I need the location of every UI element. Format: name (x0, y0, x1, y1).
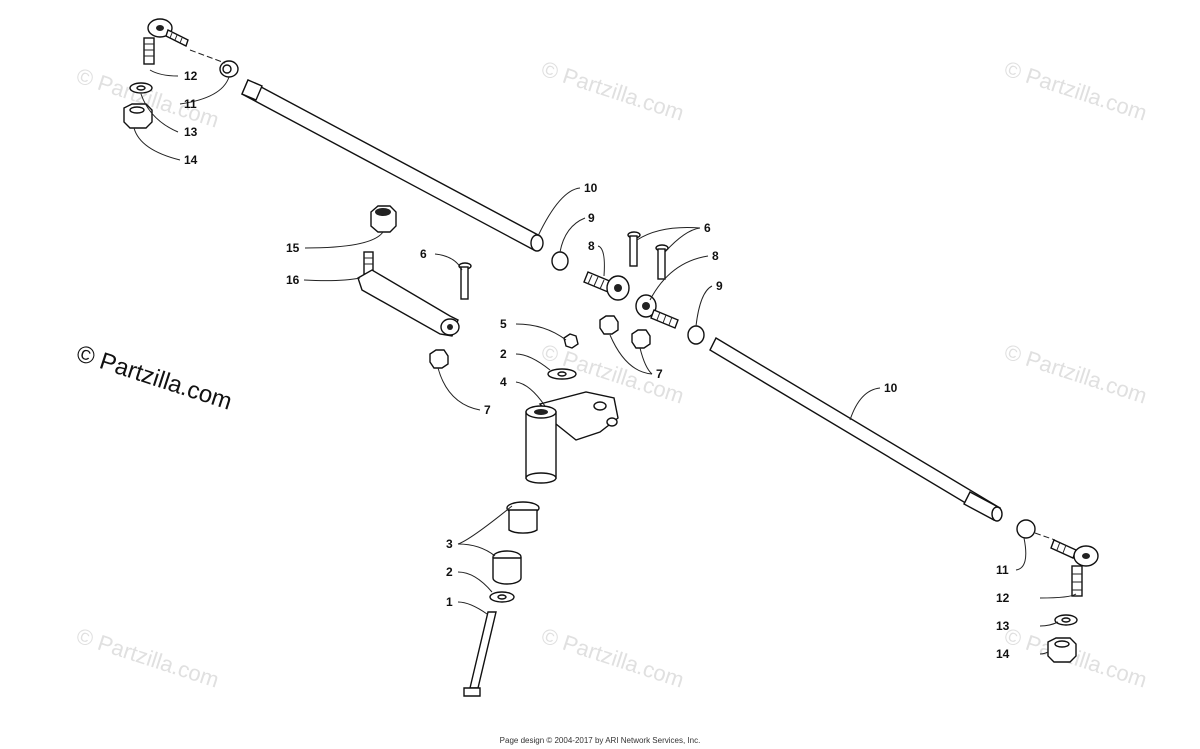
tie-rod-end-center-left (583, 271, 630, 301)
nut-14-right (1047, 637, 1077, 663)
callout-13: 13 (184, 125, 198, 139)
callouts: 12 11 13 14 10 9 8 6 8 9 7 10 15 6 16 7 … (184, 69, 1010, 661)
nut-7-left (429, 349, 449, 369)
callout-15: 15 (286, 241, 300, 255)
tie-rod-end-right (1050, 539, 1099, 597)
callout-2: 2 (446, 565, 453, 579)
bolt-6-center-right (655, 244, 669, 280)
nut-15 (370, 205, 397, 233)
callout-10: 10 (884, 381, 898, 395)
bolt-6-left (458, 262, 472, 300)
washer-2-upper (547, 368, 577, 380)
callout-1: 1 (446, 595, 453, 609)
callout-12: 12 (996, 591, 1010, 605)
watermarks: © Partzilla.com © Partzilla.com © Partzi… (73, 56, 1150, 693)
leader-lines (133, 69, 1077, 655)
callout-12: 12 (184, 69, 198, 83)
tie-rod-end-center-right (635, 294, 679, 329)
callout-7: 7 (656, 367, 663, 381)
callout-2: 2 (500, 347, 507, 361)
callout-6: 6 (420, 247, 427, 261)
callout-8: 8 (712, 249, 719, 263)
watermark: © Partzilla.com (1001, 56, 1150, 126)
callout-16: 16 (286, 273, 300, 287)
washer-13-left (129, 82, 153, 94)
bolt-1 (463, 611, 497, 697)
link-arm-16 (357, 251, 460, 337)
tie-rod-upper (241, 79, 544, 252)
callout-8: 8 (588, 239, 595, 253)
nut-14-left (123, 103, 153, 129)
watermark: © Partzilla.com (538, 56, 687, 126)
callout-11: 11 (996, 563, 1009, 577)
callout-4: 4 (500, 375, 507, 389)
nut-7-center-right (631, 329, 651, 349)
callout-6: 6 (704, 221, 711, 235)
callout-14: 14 (996, 647, 1010, 661)
bushing-3-upper (506, 501, 540, 534)
centerline (189, 49, 226, 64)
spacer-11-left (219, 60, 239, 78)
callout-9: 9 (588, 211, 595, 225)
callout-5: 5 (500, 317, 507, 331)
nut-5 (563, 333, 579, 349)
spacer-9-center (551, 251, 569, 271)
pivot-bracket-4 (525, 391, 619, 484)
watermark: © Partzilla.com (1001, 623, 1150, 693)
watermark: © Partzilla.com (1001, 339, 1150, 409)
washer-2-lower (489, 591, 515, 603)
callout-11: 11 (184, 97, 197, 111)
callout-14: 14 (184, 153, 198, 167)
callout-7: 7 (484, 403, 491, 417)
footer-copyright: Page design © 2004-2017 by ARI Network S… (499, 736, 701, 745)
watermark: © Partzilla.com (73, 623, 222, 693)
brand-logo: © Partzilla.com (73, 340, 235, 416)
callout-9: 9 (716, 279, 723, 293)
tie-rod-end-left (143, 18, 189, 65)
spacer-11-right (1016, 519, 1036, 539)
callout-13: 13 (996, 619, 1010, 633)
callout-3: 3 (446, 537, 453, 551)
watermark: © Partzilla.com (538, 623, 687, 693)
tie-rod-lower (709, 337, 1003, 522)
bushing-3-lower (492, 550, 522, 585)
washer-13-right (1054, 614, 1078, 626)
centerline (1034, 532, 1056, 541)
spacer-9-right (687, 325, 705, 345)
callout-10: 10 (584, 181, 598, 195)
nut-7-center-left (599, 315, 619, 335)
bolt-6-center-left (627, 231, 641, 267)
